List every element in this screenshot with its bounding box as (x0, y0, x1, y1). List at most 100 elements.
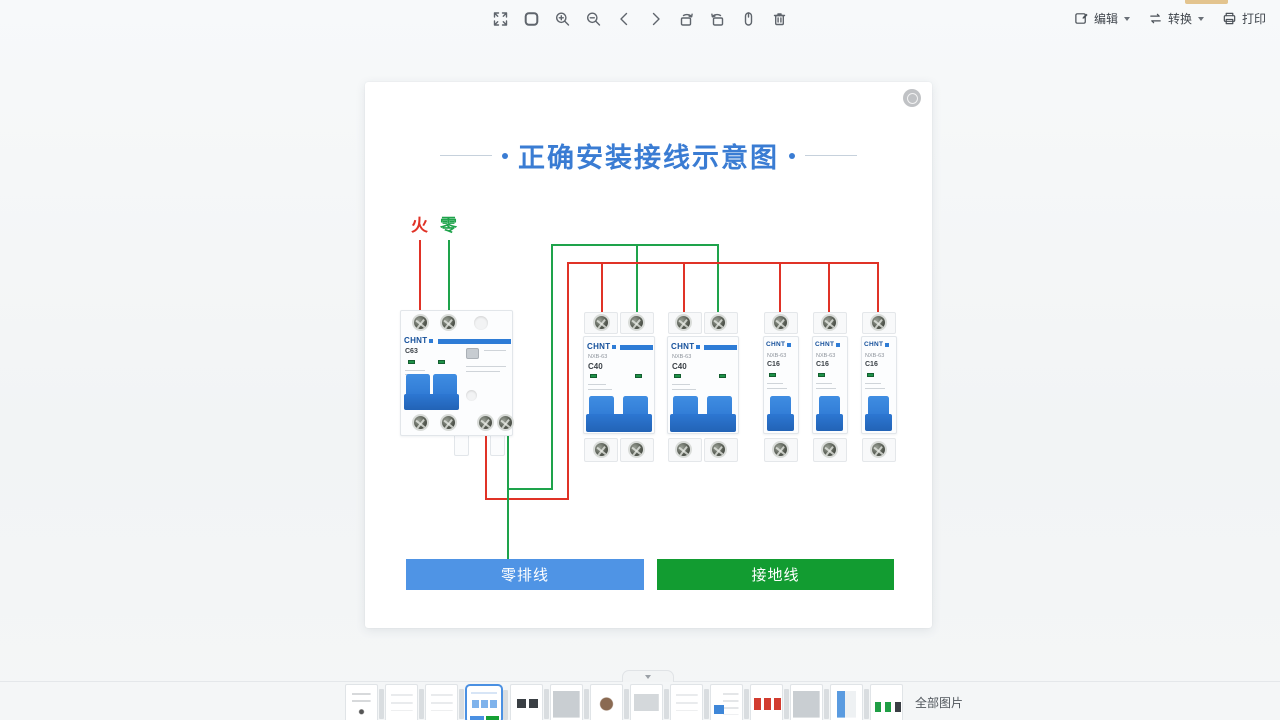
indicator (769, 373, 776, 377)
collapse-strip-button[interactable] (622, 670, 674, 682)
mount-hole (474, 316, 488, 330)
indicator (674, 374, 681, 378)
diagram-title: 正确安装接线示意图 (518, 143, 779, 173)
print-button[interactable]: 打印 (1222, 10, 1266, 27)
screw (675, 314, 692, 331)
wire-neutral-in (448, 240, 450, 314)
breaker-model-label: NXB-63 (816, 353, 836, 359)
screw (710, 314, 727, 331)
thumbnail[interactable] (870, 684, 903, 720)
action-buttons: 编辑 转换 打印 (1074, 10, 1266, 27)
screw (497, 414, 514, 431)
screw (628, 441, 645, 458)
thumbnail[interactable] (670, 684, 709, 720)
fit-screen-icon[interactable] (523, 10, 541, 28)
diagram-title-row: 正确安装接线示意图 (365, 136, 932, 175)
edit-button[interactable]: 编辑 (1074, 10, 1130, 27)
breaker-model-label: NXB-63 (865, 353, 885, 359)
neutral-wire-label: 零 (440, 216, 457, 235)
breaker-model-label: NXB-63 (767, 353, 787, 359)
indicator (719, 374, 726, 378)
screw (593, 314, 610, 331)
wire-neutral-bus-top (551, 244, 719, 246)
brand-stripe (620, 345, 653, 350)
breaker-model-label: NXB-63 (588, 354, 608, 360)
wire-neutral-riser (551, 244, 553, 490)
fullscreen-icon[interactable] (492, 10, 510, 28)
thumbnail[interactable] (590, 684, 629, 720)
previous-icon[interactable] (616, 10, 634, 28)
top-highlight-notch (1185, 0, 1228, 4)
single-breaker: CHNT NXB-63 C16 (763, 312, 799, 462)
indicator (590, 374, 597, 378)
watermark-badge (903, 89, 921, 107)
thumbnail[interactable] (710, 684, 749, 720)
chevron-down-icon (1197, 16, 1204, 21)
breaker-foot (454, 436, 469, 456)
ground-label: 接地线 (751, 567, 800, 584)
convert-button[interactable]: 转换 (1148, 10, 1204, 27)
breaker-toggle-base (767, 414, 794, 431)
title-decoration-line (805, 155, 857, 156)
screw (870, 441, 887, 458)
title-decoration-dot (789, 152, 795, 159)
indicator (635, 374, 642, 378)
thumbnail[interactable] (465, 684, 508, 720)
brand-logo: CHNT (815, 341, 841, 348)
breaker-toggle-base (404, 394, 459, 410)
screw (412, 314, 429, 331)
all-images-button[interactable]: 全部图片 (915, 696, 964, 710)
thumbnail[interactable] (385, 684, 424, 720)
main-breaker: CHNT C63 (400, 310, 514, 460)
thumbnail[interactable] (630, 684, 669, 720)
zoom-in-icon[interactable] (554, 10, 572, 28)
screw (870, 314, 887, 331)
title-decoration-dot (502, 152, 508, 159)
zoom-out-icon[interactable] (585, 10, 603, 28)
breaker-rating-label: C16 (865, 361, 878, 368)
wire-neutral-branch (507, 488, 553, 490)
screw (710, 441, 727, 458)
thumbnail[interactable] (790, 684, 829, 720)
screw (821, 314, 838, 331)
rotate-left-icon[interactable] (678, 10, 696, 28)
breaker-rating-label: C16 (767, 361, 780, 368)
thumbnail[interactable] (830, 684, 869, 720)
breaker-rating-label: C40 (672, 362, 687, 371)
single-breaker: CHNT NXB-63 C16 (812, 312, 848, 462)
wire-live-drop (683, 262, 685, 318)
thumbnail[interactable] (550, 684, 589, 720)
thumbnail-strip (345, 684, 903, 720)
wire-live-out (485, 428, 487, 500)
thumbnail[interactable] (510, 684, 549, 720)
wire-live-in (419, 240, 421, 314)
indicator (408, 360, 415, 364)
indicator (867, 373, 874, 377)
wire-live-bus-top (567, 262, 879, 264)
breaker-rating-label: C63 (405, 348, 418, 355)
brand-logo: CHNT (671, 342, 701, 351)
brand-logo: CHNT (404, 336, 434, 345)
wire-neutral-drop (636, 244, 638, 317)
thumbnail[interactable] (345, 684, 384, 720)
screw (675, 441, 692, 458)
convert-icon (1150, 13, 1161, 24)
screw (477, 414, 494, 431)
indicator (438, 360, 445, 364)
thumbnail[interactable] (425, 684, 464, 720)
delete-icon[interactable] (771, 10, 789, 28)
wire-neutral-out (507, 428, 509, 560)
ocr-icon[interactable] (740, 10, 758, 28)
wire-live-bottom (485, 498, 569, 500)
rotate-right-icon[interactable] (709, 10, 727, 28)
thumbnail[interactable] (750, 684, 789, 720)
brand-logo: CHNT (766, 341, 792, 348)
wire-live-drop (601, 262, 603, 318)
brand-logo: CHNT (587, 342, 617, 351)
screw (821, 441, 838, 458)
top-toolbar: 编辑 转换 打印 (0, 0, 1280, 40)
ground-bar: 接地线 (657, 559, 894, 590)
brand-stripe (438, 339, 511, 344)
screw (628, 314, 645, 331)
next-icon[interactable] (647, 10, 665, 28)
